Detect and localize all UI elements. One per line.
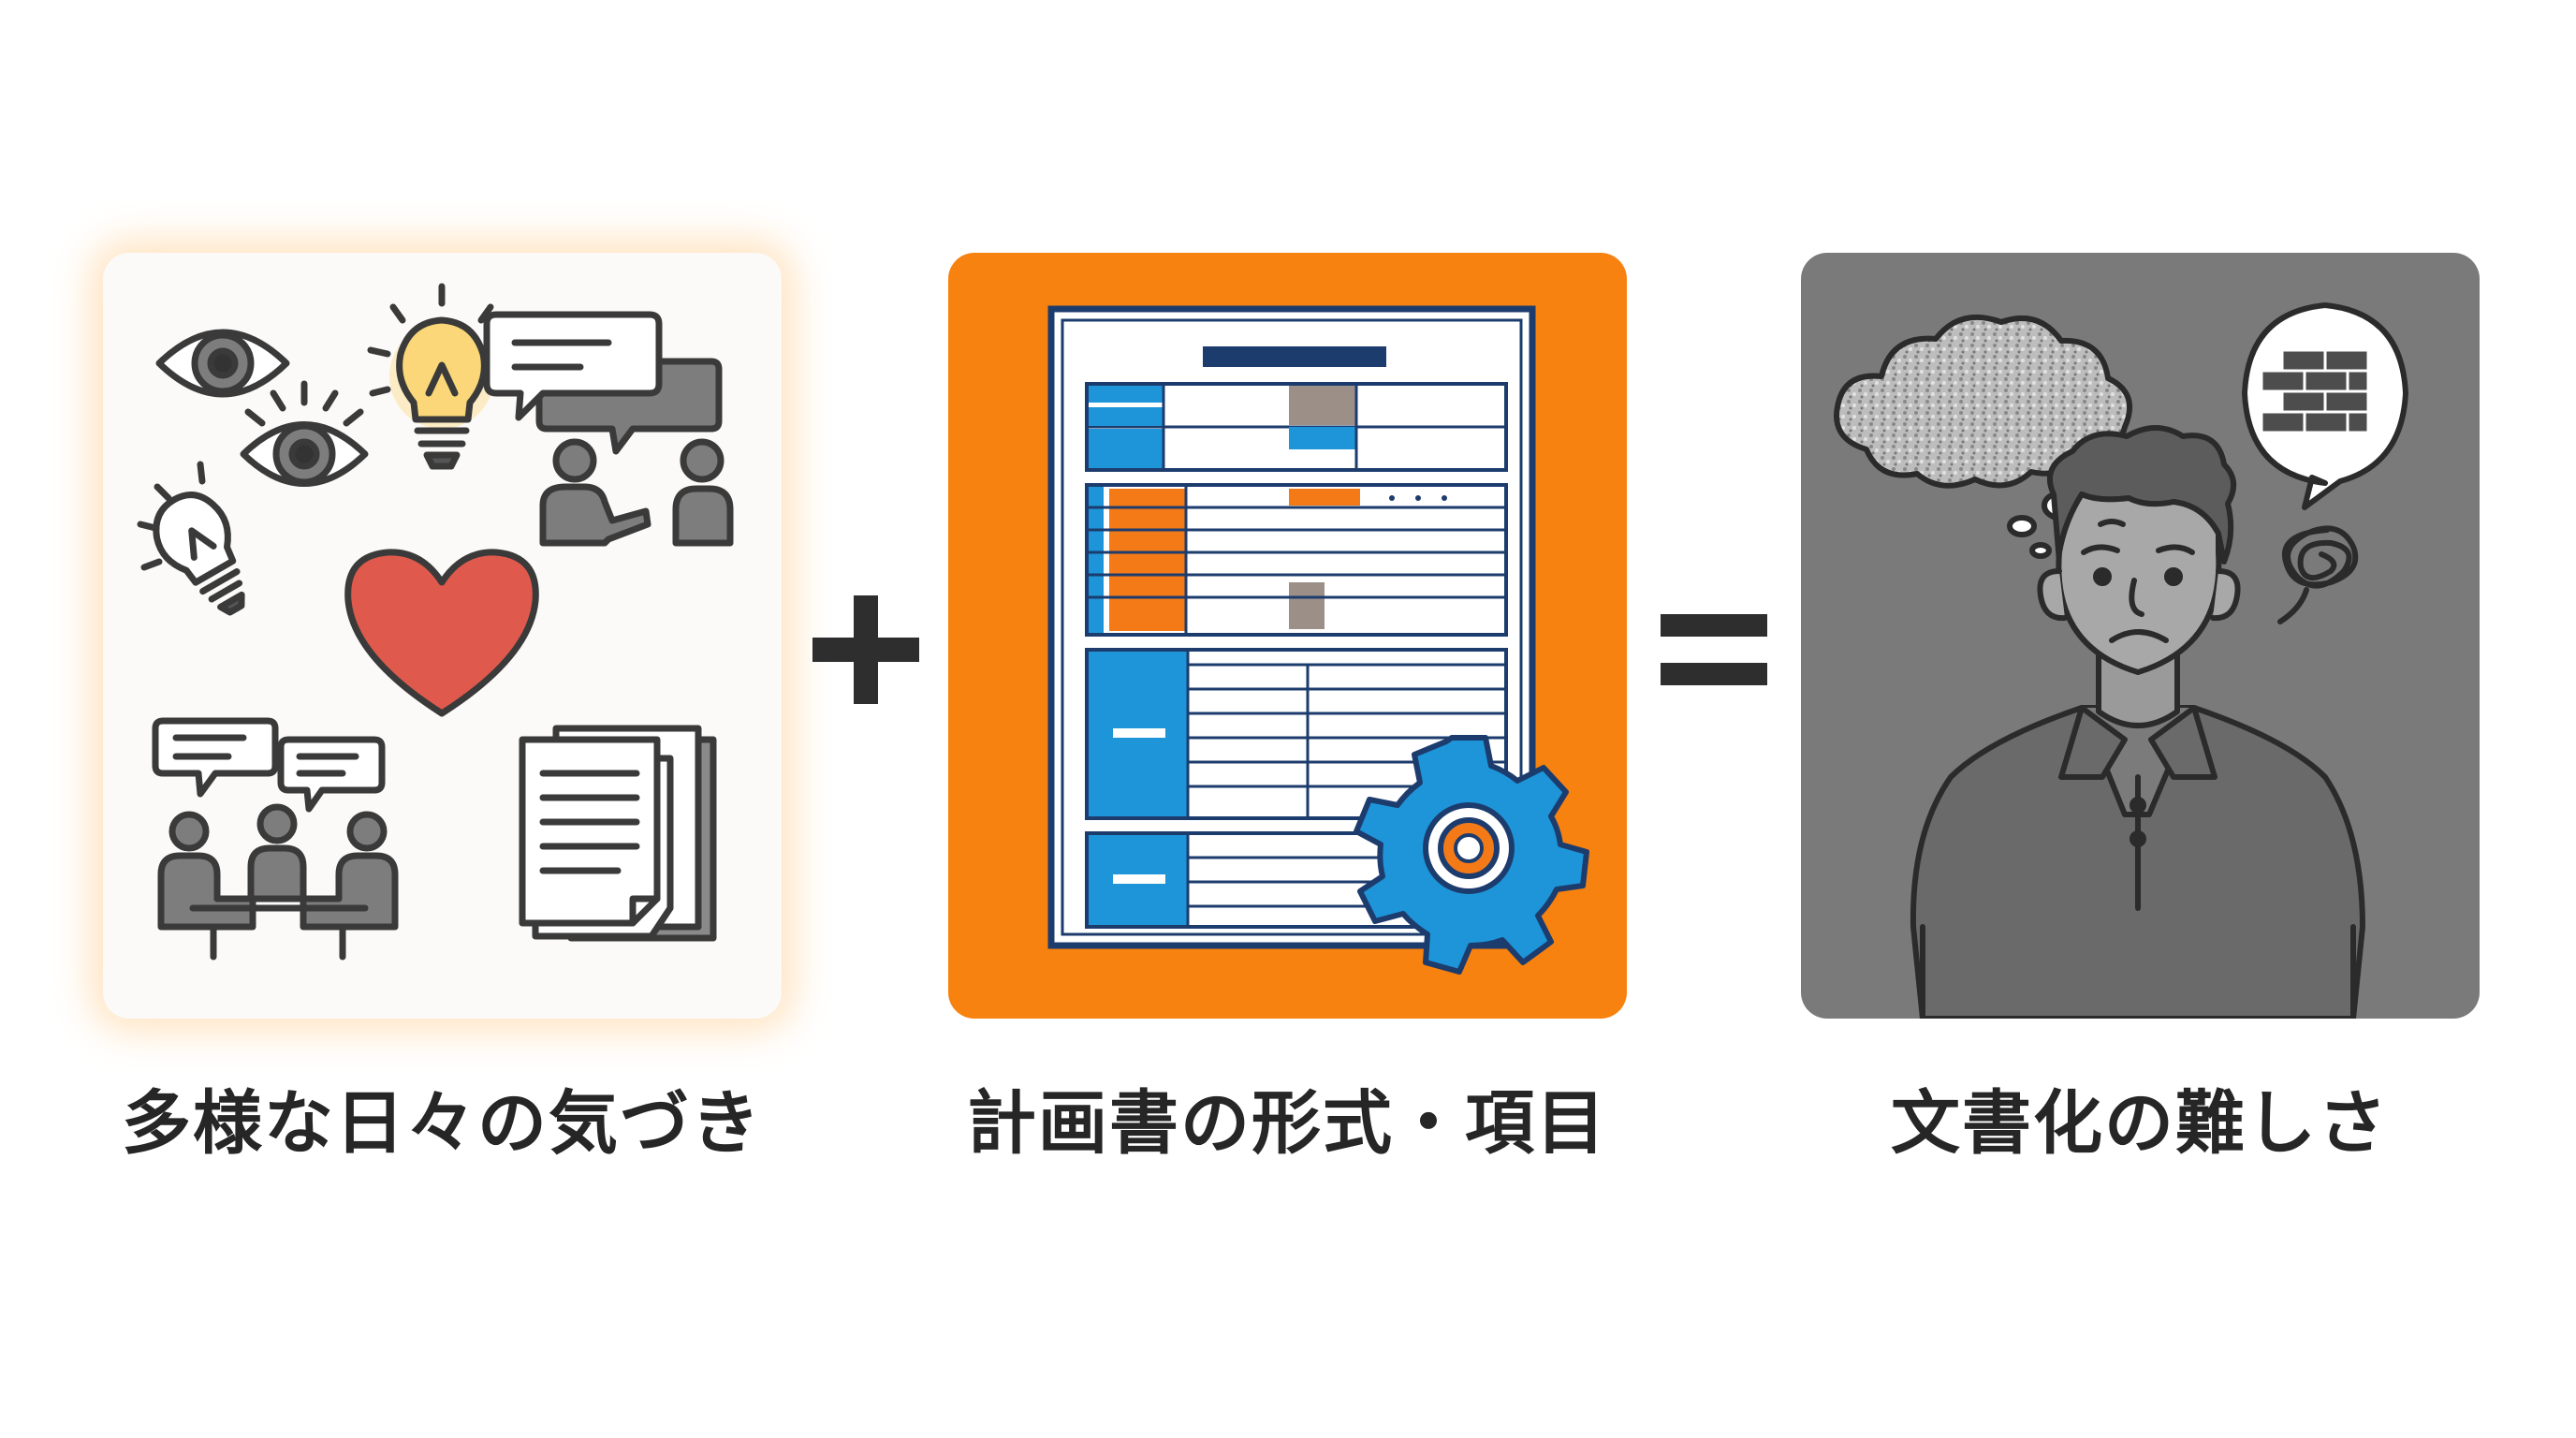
heart-icon	[344, 549, 539, 717]
plus-sign	[812, 595, 919, 704]
gear-icon	[1354, 735, 1589, 975]
caption-diverse-insights: 多様な日々の気づき	[122, 1083, 762, 1164]
lightbulb-icon	[367, 283, 517, 470]
plan-form-panel	[948, 253, 1627, 1019]
people-conversation-icon	[539, 438, 734, 547]
plan-form-illustration	[948, 253, 1627, 1019]
worried-man-icon	[1910, 425, 2365, 1019]
insights-illustration	[137, 283, 734, 961]
lightbulb-icon	[153, 492, 245, 616]
meeting-icon	[152, 717, 399, 961]
caption-documentation-difficulty: 文書化の難しさ	[1891, 1083, 2389, 1164]
speech-bubble-icon	[483, 311, 723, 455]
insights-panel	[103, 253, 782, 1019]
equals-sign	[1661, 614, 1767, 685]
eye-icon	[240, 380, 369, 487]
caption-plan-form: 計画書の形式・項目	[967, 1083, 1607, 1164]
documents-icon	[519, 725, 717, 942]
difficulty-panel	[1801, 253, 2480, 1019]
difficulty-illustration	[1801, 253, 2480, 1019]
tangled-scribble-icon	[2277, 525, 2359, 624]
brick-wall-bubble-icon	[2242, 302, 2408, 510]
eye-icon	[155, 329, 290, 398]
